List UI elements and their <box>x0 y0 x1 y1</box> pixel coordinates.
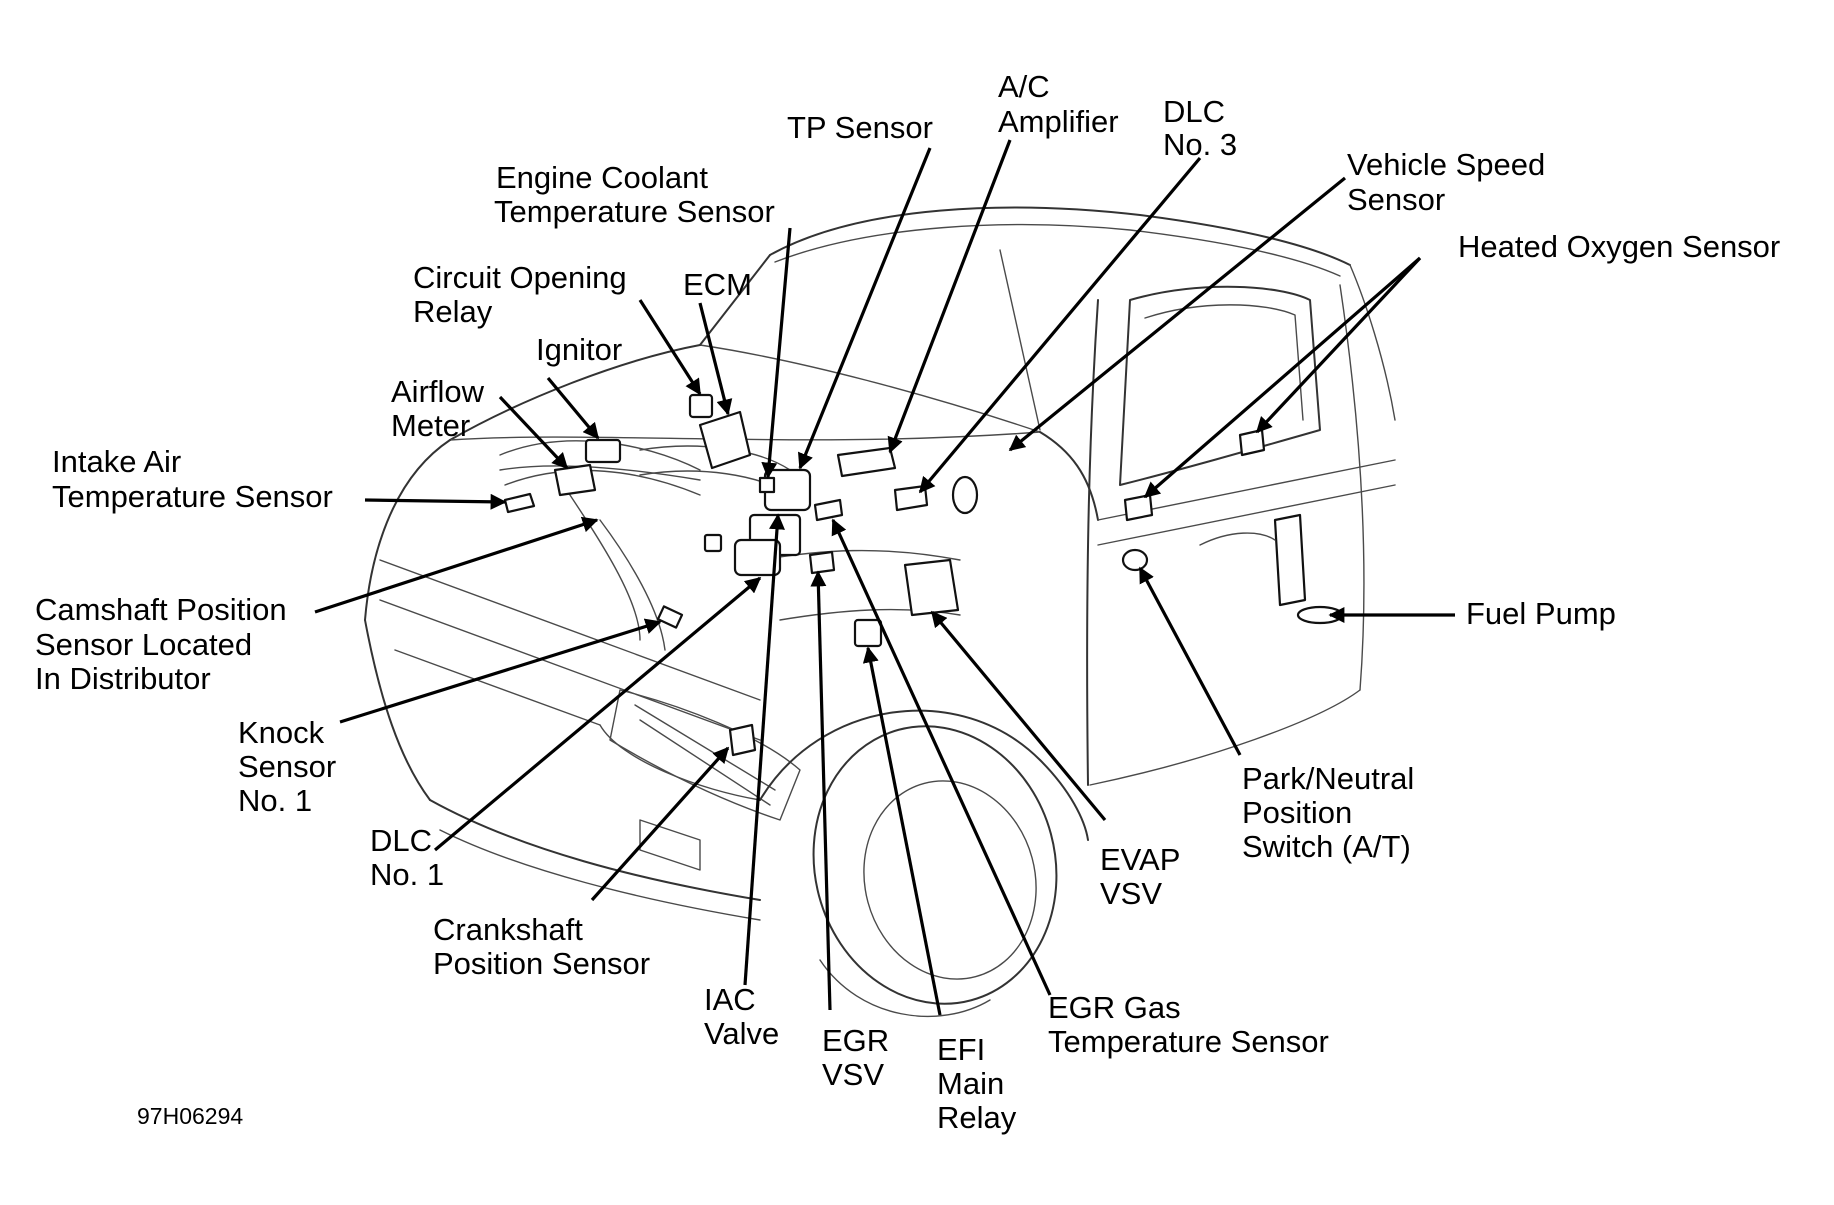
label-tp-sensor: TP Sensor <box>787 110 933 145</box>
leader-lines <box>314 139 1455 1016</box>
leader-dlc1 <box>433 576 762 852</box>
leader-circuit-opening-relay <box>638 299 702 396</box>
small-sensor-part <box>703 533 723 553</box>
vehicle-speed-sensor-part <box>951 475 979 515</box>
circuit-opening-relay-part <box>688 393 714 419</box>
ignitor-part <box>584 438 622 464</box>
egr-vsv-part <box>808 550 836 575</box>
leader-dlc3 <box>918 156 1202 494</box>
leader-o2-front <box>1143 256 1422 499</box>
leader-ac-amplifier <box>887 139 1012 454</box>
leader-egr-vsv <box>810 570 832 1011</box>
components <box>503 393 1344 757</box>
efi-main-relay-part <box>853 618 883 648</box>
label-park-neutral-switch: Park/Neutral Position Switch (A/T) <box>1242 761 1423 864</box>
fuel-pump-part <box>1273 513 1307 607</box>
egr-gas-temp-sensor-part <box>813 498 844 522</box>
leader-efi-main <box>862 646 942 1016</box>
leader-iac <box>743 513 785 986</box>
label-vehicle-speed-sensor: Vehicle Speed Sensor <box>1347 147 1554 217</box>
park-neutral-switch-part <box>1121 548 1149 572</box>
leader-ect <box>761 227 792 479</box>
label-engine-coolant-temp-sensor: Engine Coolant Temperature Sensor <box>494 160 775 229</box>
label-ecm: ECM <box>683 267 752 302</box>
label-camshaft-position-sensor: Camshaft Position Sensor Located In Dist… <box>35 592 295 696</box>
leader-o2-rear <box>1255 256 1422 434</box>
label-circuit-opening-relay: Circuit Opening Relay <box>413 260 635 329</box>
leader-airflow-meter <box>498 395 569 470</box>
label-ac-amplifier: A/C Amplifier <box>998 69 1119 139</box>
leader-intake-air <box>364 493 507 510</box>
leader-ignitor <box>546 376 600 440</box>
leader-vehicle-speed <box>1008 176 1347 452</box>
dlc1-part <box>733 538 782 577</box>
label-dlc-no1: DLC No. 1 <box>370 823 444 892</box>
label-fuel-pump: Fuel Pump <box>1466 596 1616 631</box>
o2-sensor-front-part <box>1123 493 1154 522</box>
airflow-meter-part <box>553 463 597 497</box>
o2-sensor-rear-part <box>1238 428 1266 457</box>
crankshaft-sensor-part <box>728 723 757 757</box>
label-heated-oxygen-sensor: Heated Oxygen Sensor <box>1458 229 1780 264</box>
label-ignitor: Ignitor <box>536 332 622 367</box>
label-efi-main-relay: EFI Main Relay <box>937 1032 1017 1135</box>
leader-tp-sensor <box>798 147 932 470</box>
label-knock-sensor: Knock Sensor No. 1 <box>238 715 345 818</box>
figure-reference-id: 97H06294 <box>137 1103 243 1129</box>
label-intake-air-temp-sensor: Intake Air Temperature Sensor <box>52 444 333 514</box>
ac-amplifier-part <box>836 446 897 478</box>
ect-sensor-part <box>758 476 776 494</box>
leader-evap <box>930 610 1107 822</box>
intake-air-temp-sensor-part <box>503 492 536 514</box>
knock-sensor-part <box>656 605 684 629</box>
label-egr-vsv: EGR VSV <box>822 1023 898 1092</box>
labels: A/C Amplifier DLC No. 3 TP Sensor Vehicl… <box>35 69 1780 1135</box>
evap-vsv-part <box>903 558 960 617</box>
leader-park-neutral <box>1138 566 1242 756</box>
label-crankshaft-position-sensor: Crankshaft Position Sensor <box>433 912 650 981</box>
leader-crankshaft <box>590 746 730 902</box>
leader-egr-gas <box>831 518 1052 996</box>
label-iac-valve: IAC Valve <box>704 982 779 1051</box>
label-dlc-no3: DLC No. 3 <box>1163 94 1237 162</box>
label-airflow-meter: Airflow Meter <box>391 374 493 443</box>
ecm-part <box>698 410 752 470</box>
label-egr-gas-temp-sensor: EGR Gas Temperature Sensor <box>1048 990 1329 1059</box>
leader-knock <box>339 618 662 724</box>
leader-ecm <box>698 302 733 416</box>
label-evap-vsv: EVAP VSV <box>1100 842 1188 911</box>
leader-camshaft <box>314 516 599 614</box>
